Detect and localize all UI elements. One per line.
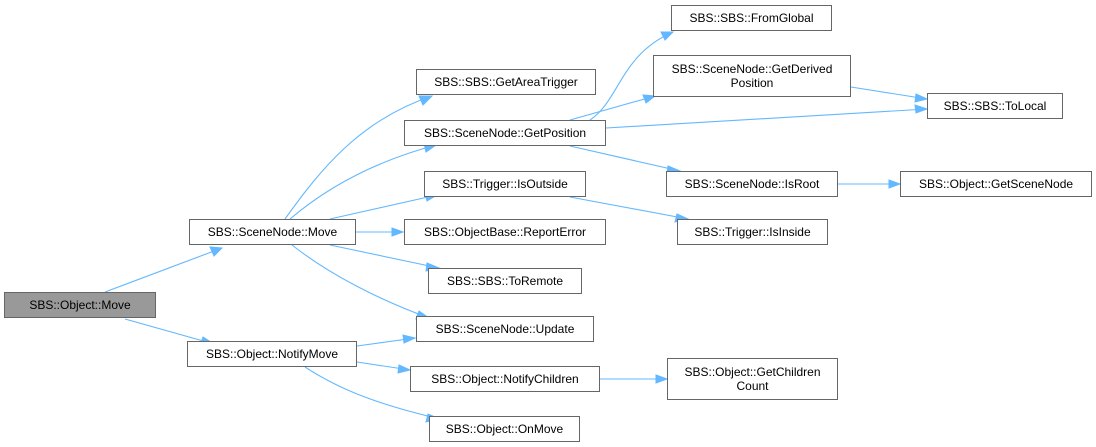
node-label: SBS::Object::NotifyMove xyxy=(205,347,339,361)
arrowhead-getposition-to-fromglobal xyxy=(660,31,675,41)
node-object-getchildrencount[interactable]: SBS::Object::GetChildren Count xyxy=(667,358,838,400)
node-sbs-getareatrigger[interactable]: SBS::SBS::GetAreaTrigger xyxy=(416,69,596,95)
node-object-notifychildren[interactable]: SBS::Object::NotifyChildren xyxy=(410,366,600,392)
node-label: SBS::SceneNode::IsRoot xyxy=(684,177,820,191)
node-sbs-toremote[interactable]: SBS::SBS::ToRemote xyxy=(428,268,582,294)
node-label: SBS::SceneNode::Move xyxy=(207,225,338,239)
node-label-line-2: Count xyxy=(736,379,769,393)
arrowhead-scenenode-move-to-getareatrigger xyxy=(418,95,434,106)
node-label-line-2: Position xyxy=(730,76,774,90)
arrowhead-getposition-to-tolocal xyxy=(914,104,929,114)
node-label: SBS::SBS::GetAreaTrigger xyxy=(434,75,578,89)
node-label: SBS::SceneNode::Update xyxy=(435,322,575,336)
node-trigger-isinside[interactable]: SBS::Trigger::IsInside xyxy=(677,219,828,245)
edge-notifymove-to-onmove xyxy=(304,366,441,420)
node-objectbase-reporterror[interactable]: SBS::ObjectBase::ReportError xyxy=(404,219,606,245)
edge-scenenode-move-to-toremote xyxy=(329,244,440,269)
node-scenenode-move[interactable]: SBS::SceneNode::Move xyxy=(189,219,356,245)
node-label-line-1: SBS::SceneNode::GetDerived xyxy=(671,62,833,76)
arrowhead-notifymove-to-update xyxy=(402,334,417,344)
edge-scenenode-move-to-getposition xyxy=(289,144,437,220)
node-scenenode-getderivedposition[interactable]: SBS::SceneNode::GetDerived Position xyxy=(653,55,851,97)
arrowhead-object-move-to-scenenode-move xyxy=(209,246,224,257)
edge-getposition-to-getderivedposition xyxy=(569,95,656,121)
node-object-notifymove[interactable]: SBS::Object::NotifyMove xyxy=(187,341,357,367)
arrowhead-notifychildren-to-getchildrencount xyxy=(655,374,669,384)
node-sbs-tolocal[interactable]: SBS::SBS::ToLocal xyxy=(927,93,1063,119)
node-scenenode-getposition[interactable]: SBS::SceneNode::GetPosition xyxy=(404,120,606,146)
edge-getposition-to-tolocal xyxy=(605,108,928,129)
node-label: SBS::Trigger::IsOutside xyxy=(442,177,568,191)
edge-scenenode-move-to-isoutside xyxy=(329,194,438,220)
node-label: SBS::Object::NotifyChildren xyxy=(431,372,579,386)
edge-isoutside-to-isinside xyxy=(569,196,689,220)
edge-getposition-to-isroot xyxy=(569,145,681,172)
node-label: SBS::ObjectBase::ReportError xyxy=(423,225,587,239)
edge-object-move-to-scenenode-move xyxy=(104,247,223,293)
arrowhead-notifymove-to-notifychildren xyxy=(397,364,412,374)
node-label: SBS::Object::GetSceneNode xyxy=(918,177,1074,191)
node-label: SBS::Object::OnMove xyxy=(445,422,564,436)
arrowhead-isroot-to-getscenenode xyxy=(888,179,902,189)
node-scenenode-update[interactable]: SBS::SceneNode::Update xyxy=(416,316,594,342)
node-label: SBS::Object::Move xyxy=(29,298,131,312)
node-label: SBS::SceneNode::GetPosition xyxy=(423,126,587,140)
node-object-onmove[interactable]: SBS::Object::OnMove xyxy=(429,416,580,442)
node-label: SBS::Trigger::IsInside xyxy=(694,225,811,239)
node-object-getscenenode[interactable]: SBS::Object::GetSceneNode xyxy=(900,171,1092,197)
node-label: SBS::SBS::ToRemote xyxy=(446,274,564,288)
edge-object-move-to-object-notifymove xyxy=(124,318,215,345)
arrowhead-getposition-to-getderivedposition xyxy=(642,94,657,104)
edge-getderivedposition-to-tolocal xyxy=(850,86,928,100)
edge-scenenode-move-to-update xyxy=(291,244,430,319)
node-trigger-isoutside[interactable]: SBS::Trigger::IsOutside xyxy=(424,171,586,197)
node-sbs-fromglobal[interactable]: SBS::SBS::FromGlobal xyxy=(671,5,832,31)
node-label: SBS::SBS::ToLocal xyxy=(943,99,1047,113)
node-object-move: SBS::Object::Move xyxy=(4,292,156,318)
node-label: SBS::SBS::FromGlobal xyxy=(689,11,814,25)
node-scenenode-isroot[interactable]: SBS::SceneNode::IsRoot xyxy=(666,171,838,197)
arrowhead-scenenode-move-to-reporterror xyxy=(391,227,405,237)
arrowhead-getderivedposition-to-tolocal xyxy=(914,93,929,103)
node-label-line-1: SBS::Object::GetChildren xyxy=(684,365,821,379)
edge-scenenode-move-to-getareatrigger xyxy=(284,95,433,220)
